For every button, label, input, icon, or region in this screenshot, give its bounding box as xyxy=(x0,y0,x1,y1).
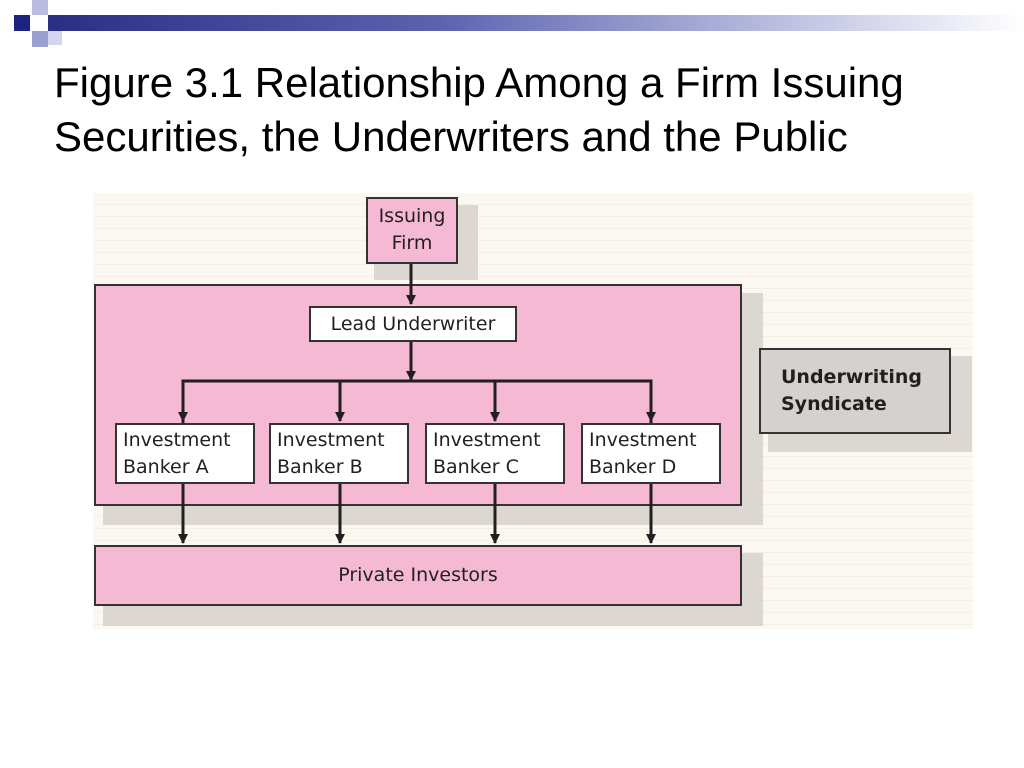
banker-c-label-line1: Investment xyxy=(433,429,541,451)
corner-square-mid xyxy=(32,31,48,47)
banker-c-label-line2: Banker C xyxy=(433,456,519,478)
banker-b-label-line1: Investment xyxy=(277,429,385,451)
distribution-bar xyxy=(181,379,653,423)
investment-banker-b-box: Investment Banker B xyxy=(269,423,409,484)
title-bar xyxy=(48,15,1024,31)
issuing-firm-label-line1: Issuing xyxy=(378,205,446,227)
lead-underwriter-box: Lead Underwriter xyxy=(309,306,517,342)
corner-square-light xyxy=(32,0,48,15)
lead-underwriter-label: Lead Underwriter xyxy=(330,313,496,335)
issuing-firm-box: Issuing Firm xyxy=(366,197,458,264)
private-investors-label: Private Investors xyxy=(338,564,498,586)
banker-a-label-line2: Banker A xyxy=(123,456,209,478)
underwriting-syndicate-label-box: Underwriting Syndicate xyxy=(759,348,951,434)
banker-b-label-line2: Banker B xyxy=(277,456,363,478)
banker-a-label-line1: Investment xyxy=(123,429,231,451)
investment-banker-d-box: Investment Banker D xyxy=(581,423,721,484)
corner-square-dark xyxy=(14,15,30,31)
banker-d-label-line1: Investment xyxy=(589,429,697,451)
banker-d-label-line2: Banker D xyxy=(589,456,677,478)
syndicate-label-line1: Underwriting xyxy=(781,366,922,388)
slide-title: Figure 3.1 Relationship Among a Firm Iss… xyxy=(54,59,904,160)
corner-square-pale xyxy=(48,31,62,45)
private-investors-box: Private Investors xyxy=(94,545,742,606)
syndicate-label-line2: Syndicate xyxy=(781,393,887,415)
investment-banker-c-box: Investment Banker C xyxy=(425,423,565,484)
investment-banker-a-box: Investment Banker A xyxy=(115,423,255,484)
issuing-firm-label-line2: Firm xyxy=(391,232,433,254)
